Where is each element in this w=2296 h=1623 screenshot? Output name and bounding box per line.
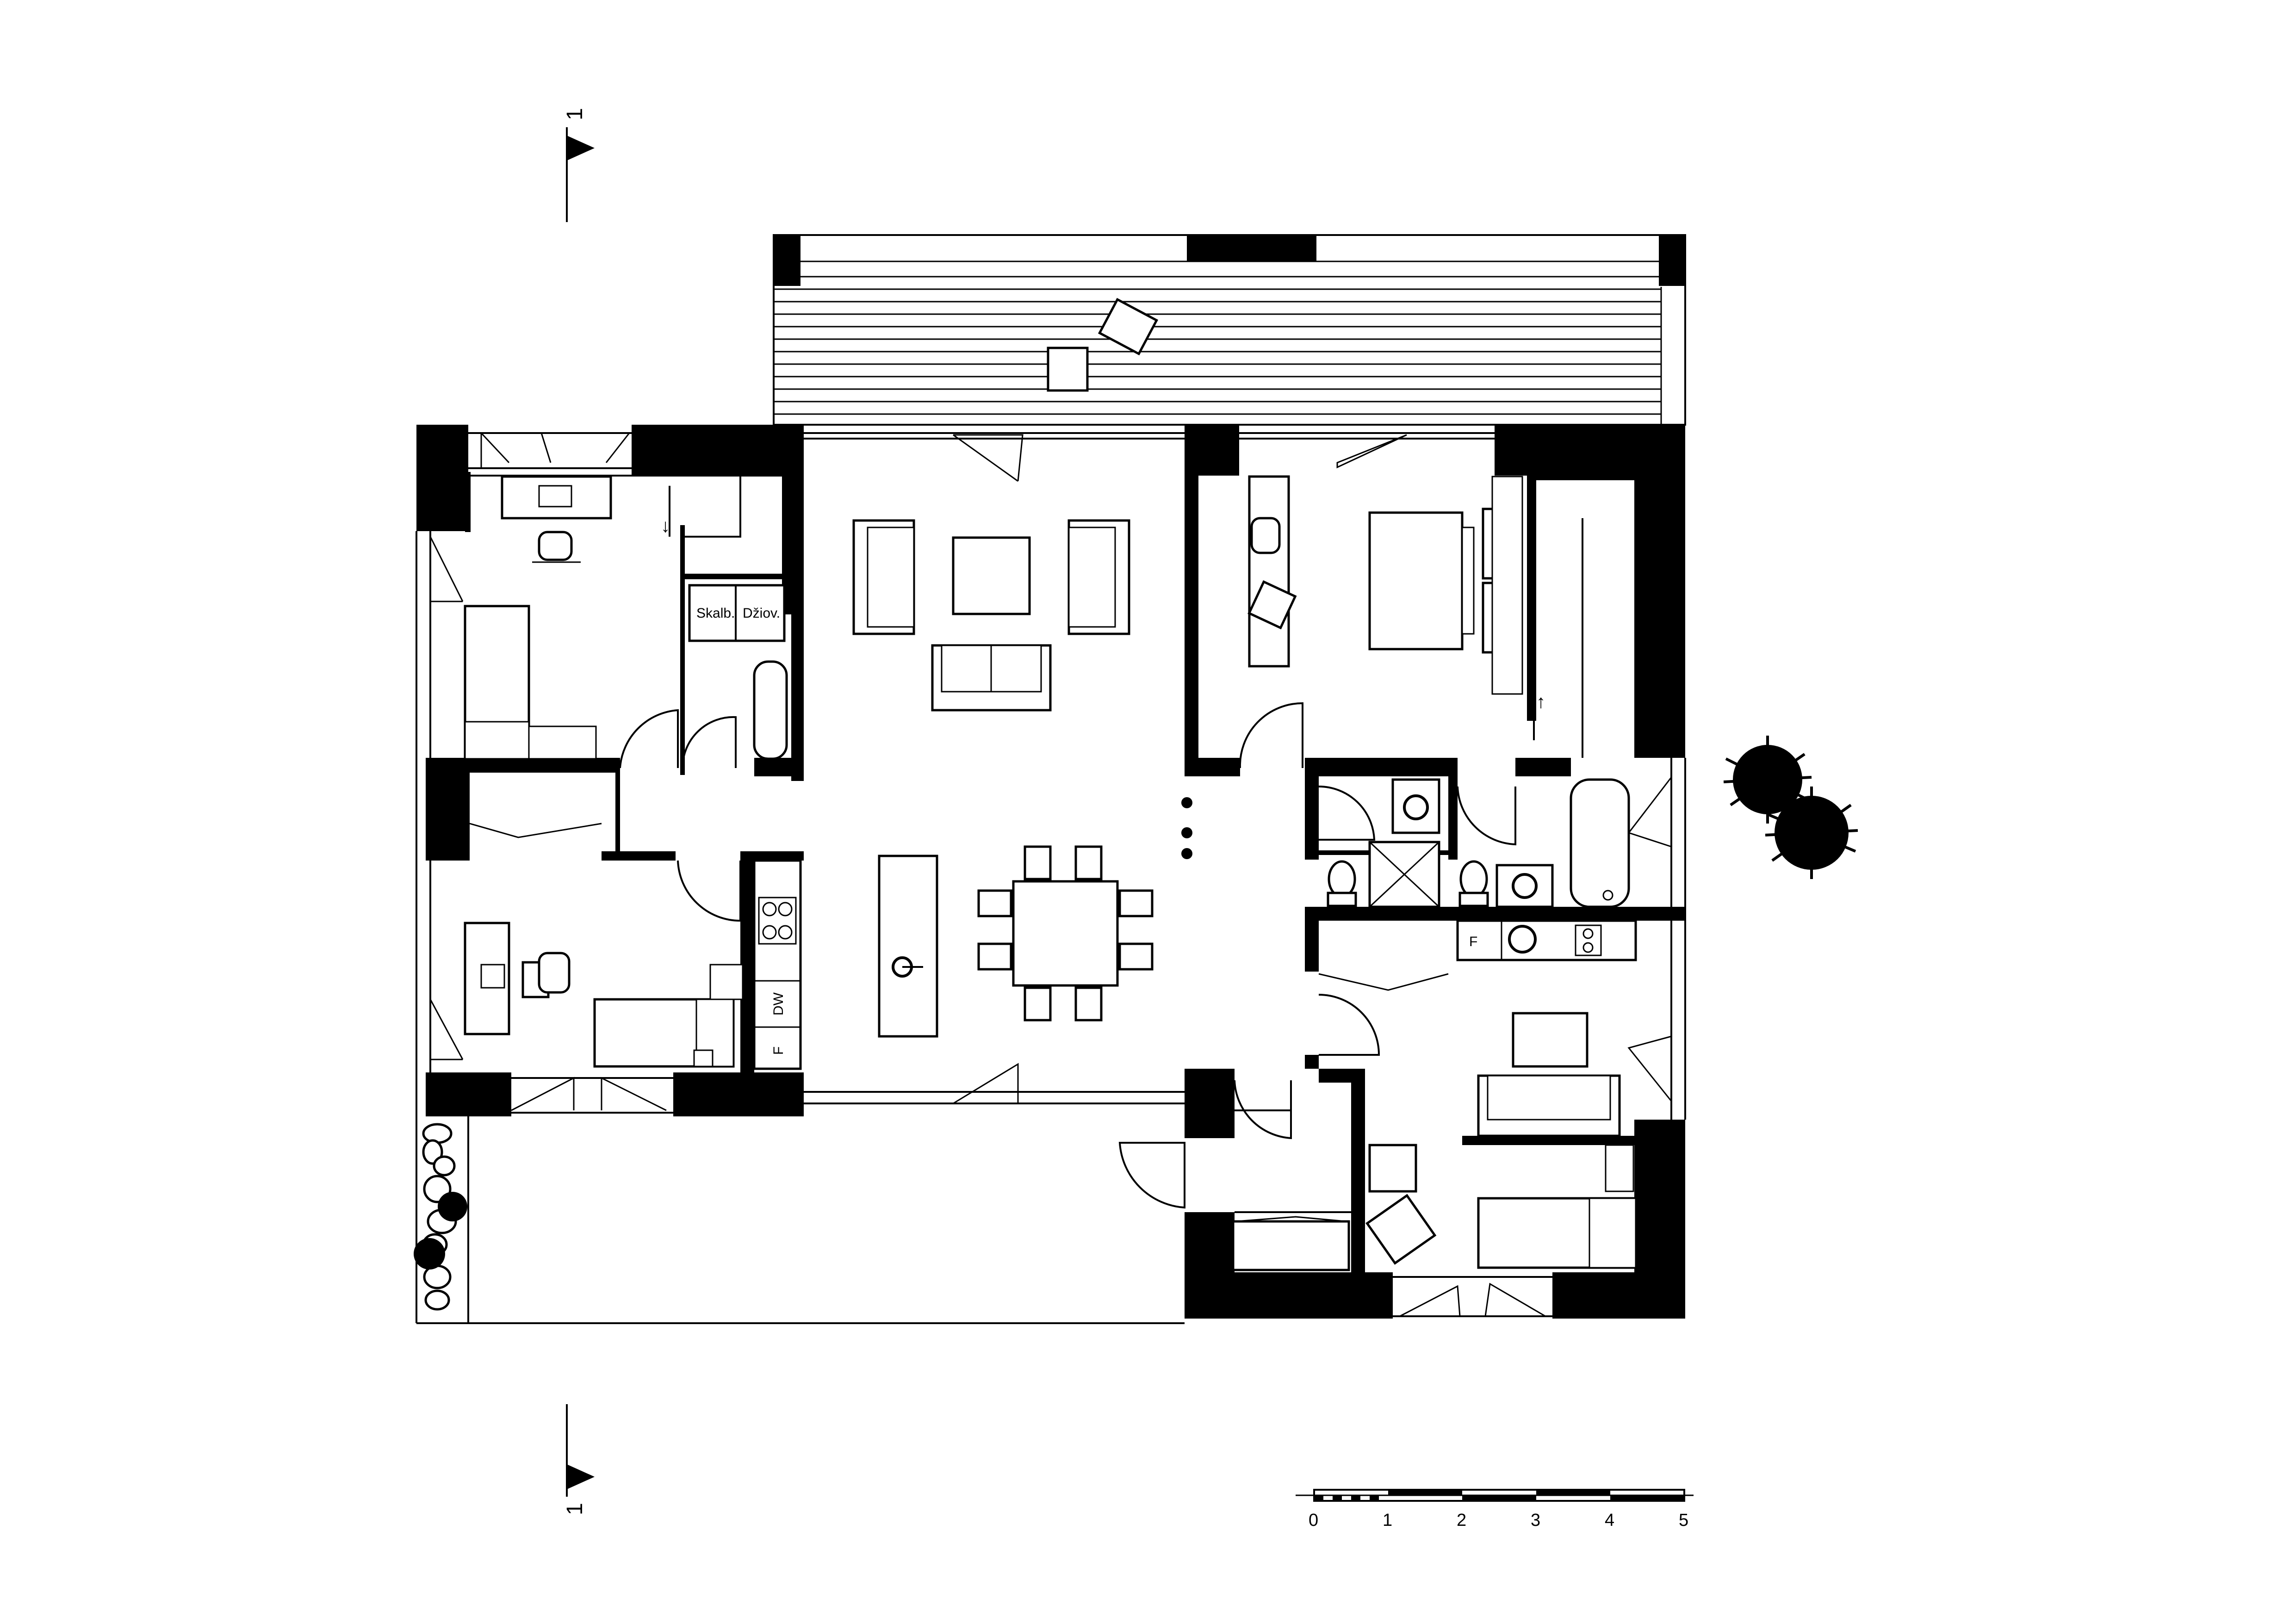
scale-tick-2: 2 — [1457, 1511, 1466, 1530]
section-mark-top: 1 — [563, 108, 595, 222]
doors — [429, 432, 1672, 1317]
room2-furniture — [464, 922, 744, 1068]
tree-icon — [1723, 736, 1812, 824]
garden-plants — [414, 736, 1858, 1311]
svg-text:↓: ↓ — [661, 516, 670, 536]
scale-tick-5: 5 — [1679, 1511, 1688, 1530]
scale-tick-0: 0 — [1309, 1511, 1318, 1530]
scale-bar: 0 1 2 3 4 5 — [1296, 1489, 1694, 1530]
living-room-furniture — [852, 519, 1130, 712]
down-arrow-icon: ↓ — [661, 486, 670, 537]
fridge-label-kitchen: F — [771, 1047, 786, 1055]
bedroom-furniture: ↑ — [1247, 475, 1545, 740]
cupboard-label-left: Skalb. — [696, 606, 735, 621]
sofa-bed-study — [464, 605, 597, 760]
exterior-walls — [416, 425, 1686, 1324]
up-arrow-icon: ↑ — [1533, 666, 1545, 740]
kitchen-counter: DW F — [753, 859, 802, 1070]
fridge-label-bath: F — [1469, 934, 1477, 949]
dishwasher-label: DW — [771, 992, 786, 1016]
dining-table — [977, 845, 1154, 1022]
scale-tick-3: 3 — [1531, 1511, 1540, 1530]
shrub-icon — [438, 1192, 467, 1221]
scale-tick-4: 4 — [1605, 1511, 1614, 1530]
cupboard-label-right: Džiov. — [743, 606, 780, 621]
shrub-icon — [414, 1238, 445, 1270]
svg-text:↑: ↑ — [1536, 692, 1545, 712]
scale-tick-1: 1 — [1383, 1511, 1392, 1530]
tree-icon — [1765, 787, 1858, 879]
terrace-deck — [773, 234, 1686, 426]
right-room-furniture: F — [1232, 919, 1637, 1271]
kitchen-island — [878, 855, 938, 1038]
section-number-bottom: 1 — [563, 1503, 587, 1515]
bathroom-fixtures — [1458, 778, 1630, 908]
furniture: ↓ Skalb. Džiov. — [464, 475, 1637, 1271]
cupboard-laundry: Skalb. Džiov. — [688, 584, 786, 642]
deck-chair — [1047, 297, 1159, 392]
wc-shower — [1327, 778, 1440, 908]
entrance-dots — [1181, 797, 1192, 859]
section-mark-bottom: 1 — [563, 1404, 595, 1515]
section-number-top: 1 — [563, 108, 587, 120]
desk-chair-icon — [532, 531, 581, 563]
